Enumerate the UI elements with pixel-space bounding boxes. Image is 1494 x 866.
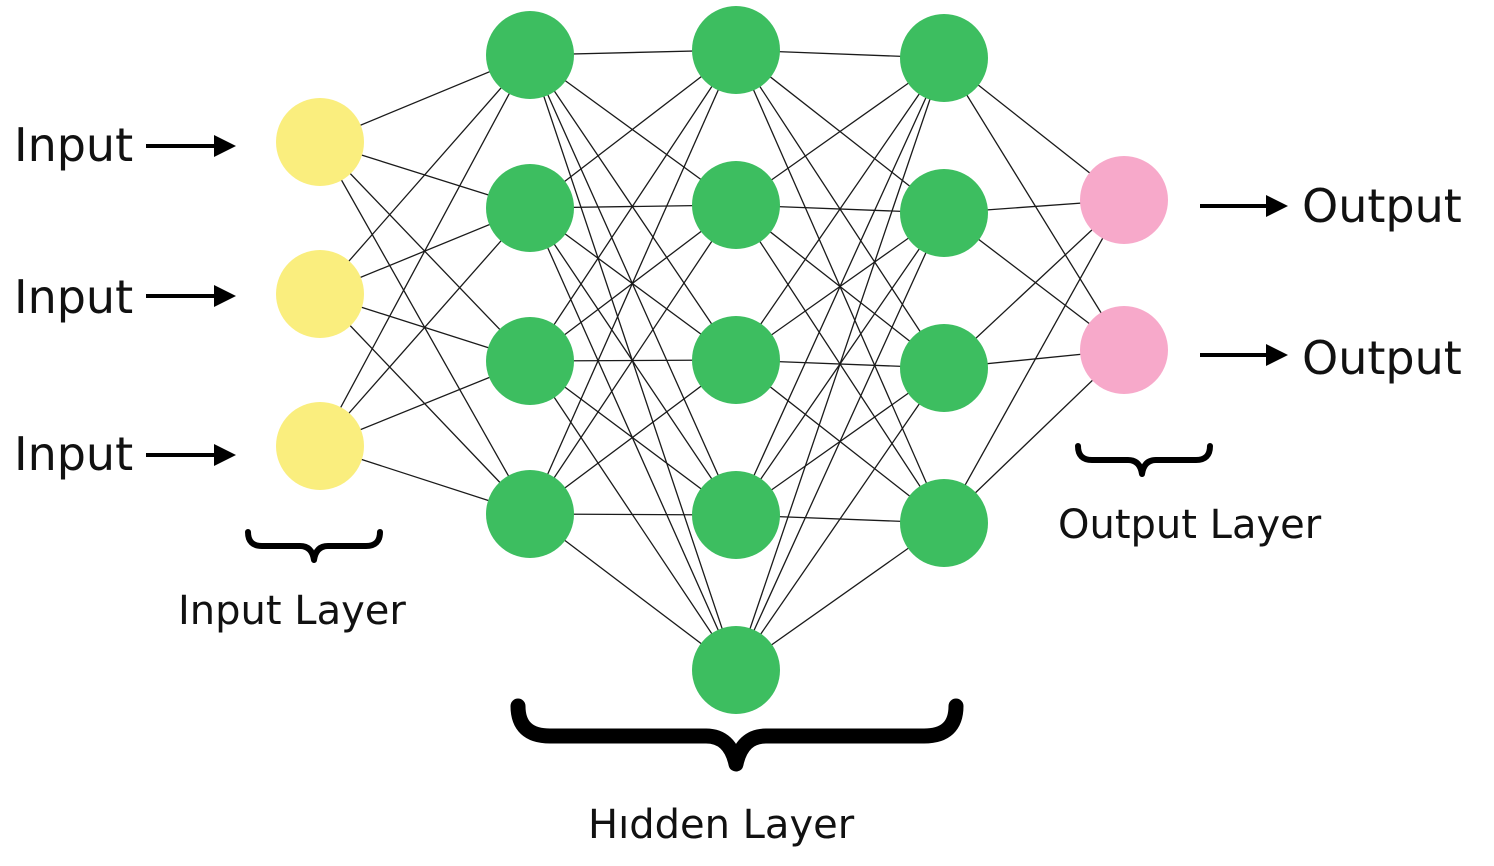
connection-line [529, 49, 737, 362]
hidden-2-neuron [692, 6, 780, 94]
connection-line [943, 57, 1125, 351]
connection-line [529, 54, 737, 361]
hidden-1-neuron [486, 164, 574, 252]
hidden-layer-label: Hıdden Layer [588, 802, 855, 848]
input-neuron [276, 402, 364, 490]
output-label-group: Output Output [1200, 179, 1462, 385]
input-label: Input [14, 118, 133, 172]
input-layer-label: Input Layer [178, 588, 406, 634]
output-neuron [1080, 306, 1168, 394]
output-neuron [1080, 156, 1168, 244]
hidden-2-neuron [692, 626, 780, 714]
connection-line [735, 57, 945, 361]
output-label: Output [1302, 331, 1462, 385]
hidden-3-neuron [900, 14, 988, 102]
hidden-layer-brace-icon [510, 698, 964, 772]
input-neuron [276, 250, 364, 338]
hidden-1-neuron [486, 470, 574, 558]
hidden-1-neuron [486, 317, 574, 405]
input-label: Input [14, 427, 133, 481]
connection-line [529, 204, 737, 515]
connection-line [529, 54, 737, 516]
connection-line [319, 207, 531, 447]
hidden-3-neuron [900, 479, 988, 567]
connection-line [943, 199, 1125, 524]
output-arrow-icon [1200, 195, 1288, 217]
input-arrow-icon [146, 135, 236, 157]
input-layer-brace-icon [245, 529, 383, 563]
connection-line [529, 360, 737, 671]
connection-line [319, 54, 531, 295]
hidden-2-neuron [692, 471, 780, 559]
output-layer-brace-icon [1075, 443, 1213, 477]
hidden-2-neuron [692, 161, 780, 249]
connection-line [529, 207, 737, 516]
input-neuron [276, 98, 364, 186]
hidden-3-neuron [900, 324, 988, 412]
hidden-3-neuron [900, 169, 988, 257]
connection-line [735, 367, 945, 671]
input-label-group: Input Input Input [14, 118, 236, 481]
hidden-2-neuron [692, 316, 780, 404]
output-layer-label: Output Layer [1058, 502, 1322, 548]
connection-line [529, 207, 737, 671]
output-label: Output [1302, 179, 1462, 233]
hidden-1-neuron [486, 11, 574, 99]
connection-line [735, 212, 945, 671]
neurons [276, 6, 1168, 714]
connection-line [319, 54, 531, 447]
connection-line [529, 49, 737, 515]
input-arrow-icon [146, 444, 236, 466]
input-arrow-icon [146, 285, 236, 307]
output-arrow-icon [1200, 344, 1288, 366]
connection-line [735, 57, 945, 516]
connection-line [735, 57, 945, 671]
input-label: Input [14, 270, 133, 324]
